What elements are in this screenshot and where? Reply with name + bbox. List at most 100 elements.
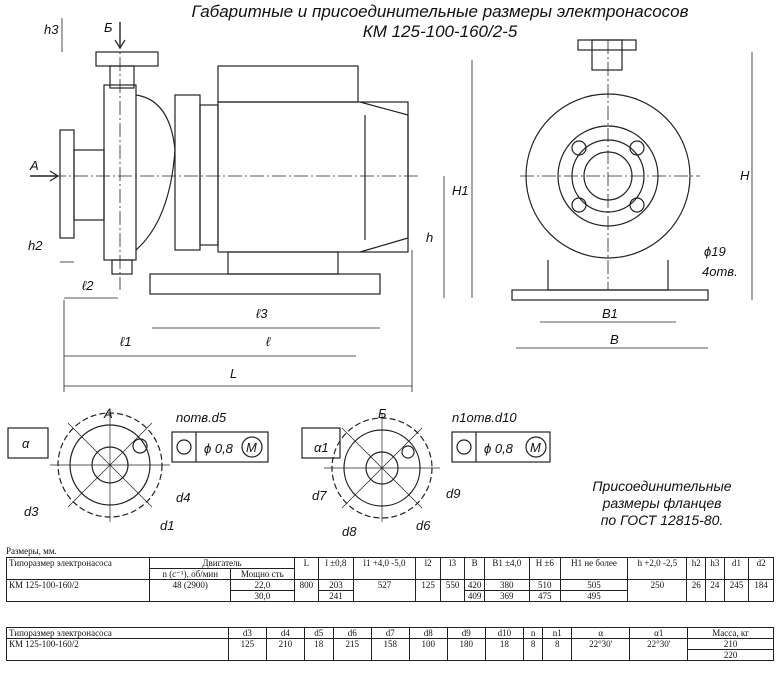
table-header-row: Типоразмер электронасоса Двигатель L l ±… <box>5 557 774 580</box>
cell-type: КМ 125-100-160/2 <box>5 579 151 602</box>
cell-type: КМ 125-100-160/2 <box>6 638 229 661</box>
header-n1: n1 <box>542 627 573 639</box>
label-alpha1: α1 <box>314 440 329 455</box>
note-line-3: по ГОСТ 12815-80. <box>600 512 724 528</box>
label-L: L <box>230 366 237 381</box>
units-label: Размеры, мм. <box>6 546 57 556</box>
header-B: B <box>464 557 485 580</box>
view-A-title: А <box>103 406 113 421</box>
header-H: H ±6 <box>528 557 561 580</box>
header-l2: l2 <box>415 557 441 580</box>
header-h2: h2 <box>686 557 707 580</box>
header-mass: Масса, кг <box>687 627 774 639</box>
header-type: Типоразмер электронасоса <box>5 557 151 580</box>
header-d7: d7 <box>370 627 410 639</box>
cell-alpha1: 22°30' <box>629 638 689 661</box>
tol-M-A: M <box>246 440 257 455</box>
front-view-labels: H B1 B ϕ19 4отв. <box>602 168 750 347</box>
title-line-2: КМ 125-100-160/2-5 <box>362 22 518 41</box>
side-view <box>30 18 473 392</box>
header-d6: d6 <box>332 627 372 639</box>
label-d8: d8 <box>342 524 357 539</box>
note-line-1: Присоединительные <box>592 478 732 494</box>
cell-n: 8 <box>522 638 544 661</box>
label-l2: ℓ2 <box>82 278 94 293</box>
header-type: Типоразмер электронасоса <box>6 627 229 639</box>
header-d10: d10 <box>484 627 524 639</box>
label-alpha: α <box>22 436 30 451</box>
cell-l3: 550 <box>439 579 466 602</box>
cell-l2: 125 <box>415 579 441 602</box>
label-d3: d3 <box>24 504 39 519</box>
label-d4: d4 <box>176 490 190 505</box>
header-d4: d4 <box>265 627 305 639</box>
table-row: КМ 125-100-160/2 125 210 18 215 158 100 … <box>6 638 774 661</box>
cell-d7: 158 <box>370 638 410 661</box>
header-d9: d9 <box>446 627 486 639</box>
label-holes-d10: n1отв.d10 <box>452 410 517 425</box>
header-alpha: α <box>571 627 631 639</box>
header-d1: d1 <box>723 557 750 580</box>
dimensions-table-1: Типоразмер электронасоса Двигатель L l ±… <box>5 557 774 602</box>
title-line-1: Габаритные и присоединительные размеры э… <box>191 2 689 21</box>
cell-alpha: 22°30' <box>571 638 631 661</box>
label-h2: h2 <box>28 238 43 253</box>
header-B1: B1 ±4,0 <box>483 557 530 580</box>
label-l: ℓ <box>266 334 271 349</box>
cell-d6: 215 <box>332 638 372 661</box>
flange-B-labels: Б n1отв.d10 α1 ϕ 0,8 M d7 d8 d6 d9 <box>312 406 541 539</box>
label-inlet-A: А <box>29 158 39 173</box>
label-d6: d6 <box>416 518 431 533</box>
header-L: L <box>293 557 320 580</box>
cell-d9: 180 <box>446 638 486 661</box>
cell-h2: 26 <box>686 579 707 602</box>
cell-n1: 8 <box>542 638 573 661</box>
label-B: B <box>610 332 619 347</box>
header-d3: d3 <box>227 627 267 639</box>
table-header-row: Типоразмер электронасоса d3 d4 d5 d6 d7 … <box>6 627 774 639</box>
label-holes-d5: nотв.d5 <box>176 410 227 425</box>
cell-L: 800 <box>293 579 320 602</box>
front-view <box>511 39 753 349</box>
tol-value-B: ϕ 0,8 <box>484 441 514 456</box>
side-view-labels: А Б h3 h2 ℓ2 ℓ1 ℓ ℓ3 L H1 h <box>28 20 469 381</box>
cell-d1: 245 <box>723 579 750 602</box>
drawing-title: Габаритные и присоединительные размеры э… <box>120 2 760 42</box>
header-l1: l1 +4,0 -5,0 <box>352 557 417 580</box>
label-H: H <box>740 168 750 183</box>
cell-l1: 527 <box>352 579 417 602</box>
label-H1: H1 <box>452 183 469 198</box>
header-l: l ±0,8 <box>318 557 354 580</box>
header-speed: n (c⁻¹), об/мин <box>149 568 232 580</box>
header-h: h +2,0 -2,5 <box>627 557 688 580</box>
technical-drawing: А Б h3 h2 ℓ2 ℓ1 ℓ ℓ3 L H1 h H B1 B ϕ19 4… <box>7 18 753 539</box>
cell-h: 250 <box>627 579 688 602</box>
cell-d5: 18 <box>303 638 334 661</box>
flange-view-A <box>7 408 269 522</box>
header-h3: h3 <box>705 557 725 580</box>
dimensions-table-2: Типоразмер электронасоса d3 d4 d5 d6 d7 … <box>6 627 774 661</box>
header-power: Мощно сть <box>230 568 295 580</box>
flange-A-labels: А nотв.d5 α ϕ 0,8 M d3 d4 d1 <box>22 406 257 533</box>
label-l3: ℓ3 <box>256 306 268 321</box>
note-line-2: размеры фланцев <box>602 495 722 511</box>
cell-d8: 100 <box>408 638 448 661</box>
cell-speed: 48 (2900) <box>149 579 232 602</box>
label-B1: B1 <box>602 306 618 321</box>
header-d5: d5 <box>303 627 334 639</box>
tol-M-B: M <box>530 440 541 455</box>
label-h: h <box>426 230 433 245</box>
header-H1: H1 не более <box>559 557 629 580</box>
view-B-title: Б <box>378 406 387 421</box>
label-outlet-B: Б <box>104 20 113 35</box>
flange-standard-note: Присоединительные размеры фланцев по ГОС… <box>562 478 762 529</box>
header-l3: l3 <box>439 557 466 580</box>
flange-view-B <box>301 414 551 522</box>
tol-value-A: ϕ 0,8 <box>204 441 234 456</box>
cell-d2: 184 <box>748 579 774 602</box>
label-l1: ℓ1 <box>120 334 131 349</box>
